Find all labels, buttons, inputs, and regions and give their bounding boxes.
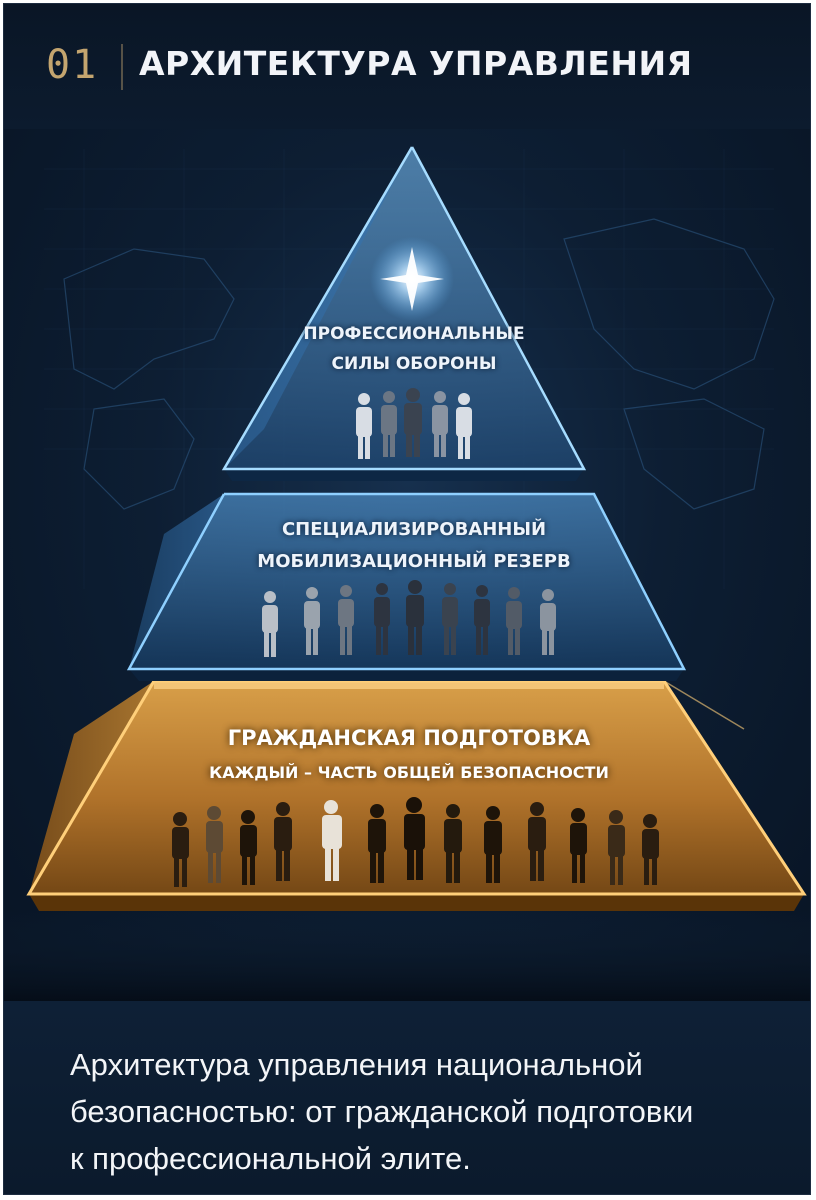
tier-middle-line-1: СПЕЦИАЛИЗИРОВАННЫЙ bbox=[281, 519, 547, 540]
floor-reflection bbox=[4, 911, 810, 1001]
tier-middle-label: СПЕЦИАЛИЗИРОВАННЫЙ МОБИЛИЗАЦИОННЫЙ РЕЗЕР… bbox=[204, 514, 624, 578]
tier-base-label: ГРАЖДАНСКАЯ ПОДГОТОВКА bbox=[227, 726, 591, 750]
tier-top-line-1: ПРОФЕССИОНАЛЬНЫЕ bbox=[303, 324, 525, 344]
pyramid-illustration: ПРОФЕССИОНАЛЬНЫЕ СИЛЫ ОБОРОНЫ СПЕЦИАЛИЗИ… bbox=[4, 129, 810, 1001]
star-glow-icon bbox=[370, 237, 454, 321]
people-silhouette-icon bbox=[172, 797, 659, 887]
pyramid-graphic bbox=[4, 146, 810, 1001]
tier-top-line-2: СИЛЫ ОБОРОНЫ bbox=[331, 354, 497, 374]
header-divider bbox=[121, 44, 123, 90]
page-title: АРХИТЕКТУРА УПРАВЛЕНИЯ bbox=[139, 44, 693, 83]
tier-middle-line-2: МОБИЛИЗАЦИОННЫЙ РЕЗЕРВ bbox=[257, 551, 571, 572]
tier-base-subtitle: КАЖДЫЙ – ЧАСТЬ ОБЩЕЙ БЕЗОПАСНОСТИ bbox=[209, 763, 609, 782]
header: 01 АРХИТЕКТУРА УПРАВЛЕНИЯ bbox=[4, 4, 810, 129]
caption-area: Архитектура управления национальной безо… bbox=[4, 1001, 810, 1194]
slide-frame: 01 АРХИТЕКТУРА УПРАВЛЕНИЯ bbox=[3, 3, 811, 1195]
tier-top-label: ПРОФЕССИОНАЛЬНЫЕ СИЛЫ ОБОРОНЫ bbox=[244, 319, 584, 379]
section-number: 01 bbox=[46, 42, 99, 88]
caption-text: Архитектура управления национальной безо… bbox=[70, 1047, 694, 1176]
people-silhouette-icon bbox=[356, 388, 472, 459]
people-silhouette-icon bbox=[262, 580, 556, 657]
